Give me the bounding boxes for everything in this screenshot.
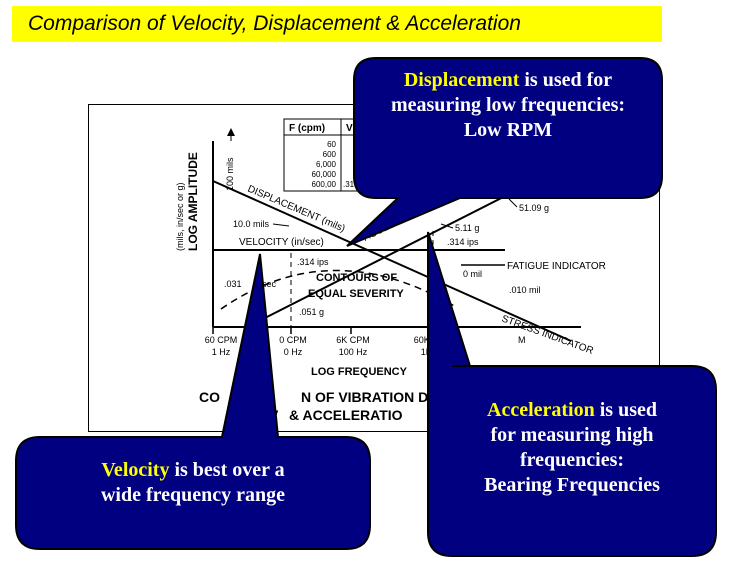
- axes: [212, 141, 581, 334]
- x-tick-cpm-1: 0 CPM: [279, 335, 307, 345]
- acceleration-callout-line3: frequencies:: [519, 449, 625, 471]
- acceleration-callout-line2: for measuring high: [490, 424, 654, 446]
- title-banner: Comparison of Velocity, Displacement & A…: [12, 6, 662, 42]
- displacement-callout-line3: Low RPM: [463, 119, 553, 141]
- annotation-51-09-g: 51.09 g: [519, 203, 549, 213]
- acceleration-callout-line1: Acceleration is used: [440, 398, 704, 423]
- velocity-callout-line1: Velocity is best over a: [26, 458, 360, 483]
- displacement-callout-rest: is used for: [519, 69, 613, 91]
- table-header-velocity: V: [346, 123, 353, 134]
- table-cell-f0: 60: [327, 140, 336, 149]
- velocity-callout-bubble: [15, 253, 371, 550]
- acceleration-callout-rest: is used: [594, 399, 657, 421]
- displacement-callout-line1: Displacement is used for: [364, 68, 652, 93]
- contours-label-2: EQUAL SEVERITY: [308, 288, 404, 300]
- figure-caption-1: N OF VIBRATION D: [301, 389, 428, 405]
- x-tick-tail: M: [518, 335, 526, 345]
- table-cell-f2: 6,000: [316, 160, 337, 169]
- x-tick-cpm-0: 60 CPM: [205, 335, 238, 345]
- equal-severity-contour: [220, 269, 457, 310]
- annotation-010-mil: .010 mil: [509, 285, 541, 295]
- acceleration-highlight: Acceleration: [487, 399, 595, 421]
- displacement-callout: Displacement is used for measuring low f…: [364, 68, 652, 192]
- x-tick-cpm-2: 6K CPM: [336, 335, 370, 345]
- figure-caption-2: & ACCELERATIO: [289, 407, 403, 423]
- table-cell-f1: 600: [323, 150, 337, 159]
- y-axis-title: LOG AMPLITUDE: [186, 152, 200, 251]
- fatigue-indicator-label: FATIGUE INDICATOR: [507, 261, 606, 272]
- acceleration-line: [258, 183, 530, 322]
- x-tick-hz-0: 1 Hz: [212, 347, 231, 357]
- severity-lines: [212, 180, 572, 342]
- annotation-sec: sec: [262, 279, 277, 289]
- annotation-051-g: .051 g: [299, 307, 324, 317]
- annotation-10-mils: 10.0 mils: [233, 219, 270, 229]
- slide-title: Comparison of Velocity, Displacement & A…: [28, 12, 521, 35]
- figure-caption-start: CO: [199, 389, 220, 405]
- x-axis-title: LOG FREQUENCY: [311, 366, 408, 378]
- acceleration-callout: Acceleration is used for measuring high …: [440, 398, 704, 528]
- velocity-callout: Velocity is best over a wide frequency r…: [26, 458, 360, 528]
- velocity-label: VELOCITY (in/sec): [239, 237, 324, 248]
- displacement-callout-bubble: [346, 57, 663, 247]
- table-cell-v4: .314: [343, 180, 359, 189]
- annotation-314-ips: .314 ips: [297, 257, 329, 267]
- acceleration-callout-bubble: [427, 231, 717, 557]
- velocity-callout-line2: wide frequency range: [100, 484, 286, 506]
- displacement-highlight: Displacement: [403, 69, 520, 91]
- velocity-callout-rest: is best over a: [169, 459, 285, 481]
- x-tick-hz-1: 0 Hz: [284, 347, 303, 357]
- label-100-mils: 100 mils: [225, 157, 235, 191]
- y-axis-units: (mils, in/sec or g): [175, 182, 185, 251]
- velocity-highlight: Velocity: [101, 459, 170, 481]
- x-tick-hz-2: 100 Hz: [339, 347, 368, 357]
- displacement-callout-line2: measuring low frequencies:: [390, 94, 626, 116]
- table-header-frequency: F (cpm): [289, 123, 325, 134]
- annotation-5-11-g: 5.11 g: [455, 223, 479, 233]
- displacement-line: [212, 180, 572, 342]
- annotation-314-ips-right: .314 ips: [447, 237, 479, 247]
- contours-label-1: CONTOURS OF: [316, 272, 397, 284]
- acceleration-callout-line4: Bearing Frequencies: [484, 474, 660, 496]
- table-cell-f4: 600,00: [312, 180, 337, 189]
- table-cell-f3: 60,000: [312, 170, 337, 179]
- annotation-0-mil: 0 mil: [463, 269, 482, 279]
- annotation-031: .031: [224, 279, 242, 289]
